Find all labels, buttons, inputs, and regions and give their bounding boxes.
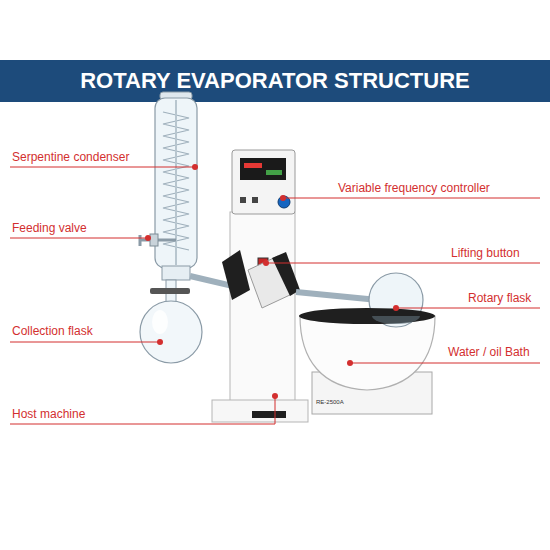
collection-flask-drawing [140,280,202,363]
model-mark: RE-2500A [316,399,344,406]
part-label: Serpentine condenser [12,149,129,165]
condenser-tube [155,98,197,268]
leader-dot [192,164,198,170]
leader-dot [272,393,278,399]
title-band [0,60,550,102]
title-text: ROTARY EVAPORATOR STRUCTURE [80,68,470,94]
flask-shine [152,310,168,334]
leader-dot [393,305,399,311]
leader-line [10,396,275,424]
part-label: Variable frequency controller [338,180,490,196]
leader-dot [263,260,269,266]
leader-line [10,342,160,343]
rotary-clamp [222,250,250,300]
part-label: Rotary flask [468,290,531,306]
feeding-valve-tap [150,234,158,246]
leader-dot [280,195,286,201]
controller-box [232,150,295,214]
feeding-valve-pipe [140,235,176,246]
rotary-neck [296,292,378,300]
flask-in-bath [372,316,420,324]
part-label: Host machine [12,406,85,422]
leader-line [350,363,540,364]
bath-rim [299,308,435,324]
host-column [230,212,295,404]
leader-dots [145,164,399,399]
screen-digits [244,163,262,168]
part-label: Feeding valve [12,220,87,236]
screen-digits [266,170,282,175]
leader-dot [145,235,151,241]
motor-cap [272,252,300,296]
control-button [240,197,246,203]
leader-dot [347,360,353,366]
part-label: Collection flask [12,323,93,339]
base-plate [252,411,286,418]
host-machine-drawing [212,150,308,422]
bath-drawing [296,273,435,414]
leader-line [10,167,195,168]
bath-bowl [300,316,435,390]
leader-line [283,198,540,199]
flask-clamp [150,288,190,294]
leader-line [10,238,148,239]
leader-lines [10,167,540,424]
part-label: Lifting button [451,245,520,261]
control-button [252,197,258,203]
host-base [212,400,308,422]
condenser-joint [162,266,190,280]
leader-dot [157,339,163,345]
part-label: Water / oil Bath [448,344,530,360]
collection-flask-bulb [140,301,202,363]
controller-screen [240,158,286,180]
rotary-flask-bulb [369,273,423,327]
leader-line [266,263,540,264]
leader-line [396,308,540,309]
